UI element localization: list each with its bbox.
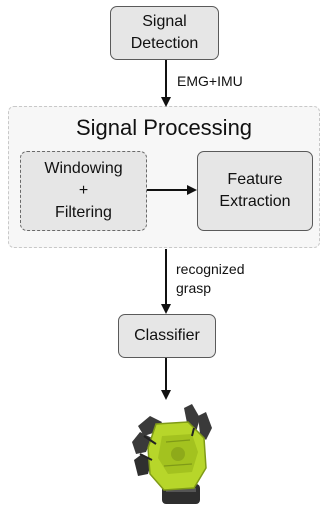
windowing-filtering-box: Windowing + Filtering (20, 151, 147, 231)
feature-extraction-line2: Extraction (219, 193, 291, 210)
feature-extraction-box: Feature Extraction (197, 151, 313, 231)
signal-detection-line1: Signal (142, 13, 187, 30)
signal-detection-line2: Detection (130, 35, 199, 52)
signal-detection-box: Signal Detection (110, 6, 219, 60)
edge-label-recognized-grasp-2: grasp (176, 280, 212, 296)
signal-processing-title: Signal Processing (75, 115, 253, 140)
edge-label-recognized-grasp-1: recognized (176, 261, 245, 277)
classifier-label: Classifier (134, 327, 200, 344)
edge-label-emg-imu: EMG+IMU (177, 73, 243, 89)
feature-extraction-line1: Feature (227, 171, 283, 188)
windowing-line2: + (78, 182, 89, 199)
robotic-hand-icon (132, 404, 212, 504)
windowing-line1: Windowing (44, 160, 123, 177)
windowing-line3: Filtering (55, 204, 112, 221)
classifier-box: Classifier (118, 314, 216, 358)
